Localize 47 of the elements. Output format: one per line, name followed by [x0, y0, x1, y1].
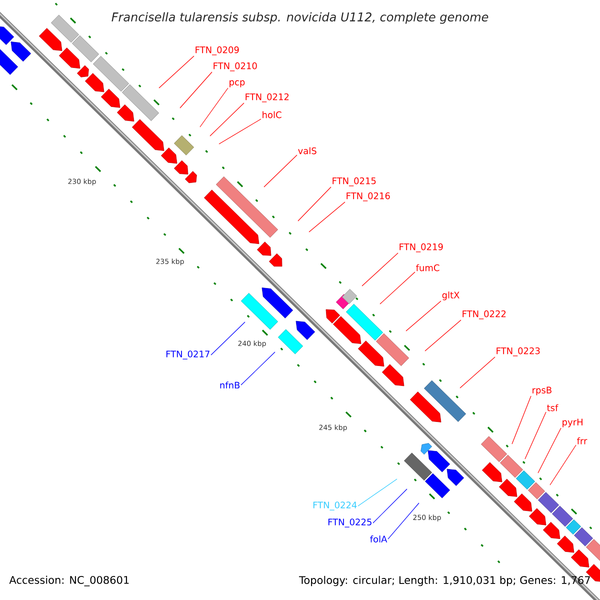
leader-line — [388, 502, 420, 540]
leader-line — [372, 488, 408, 524]
leader-line — [512, 396, 532, 444]
gene-label: FTN_0212 — [246, 93, 289, 102]
leader-line — [210, 102, 244, 136]
leader-line — [524, 412, 546, 460]
gene-label: FTN_0217 — [166, 350, 210, 360]
gene-label: FTN_0225 — [328, 518, 372, 528]
gene-label: pcp — [230, 80, 245, 88]
gene-label: tsf — [547, 404, 558, 412]
gene-label: valS — [298, 147, 316, 154]
gene-label: FTN_0216 — [346, 192, 390, 202]
gene-label: FTN_0219 — [400, 243, 443, 252]
leader-line — [158, 56, 194, 88]
leader-line — [538, 428, 562, 474]
leader-line — [380, 272, 416, 304]
leader-line — [180, 72, 212, 108]
topology-text: Topology: circular; Length: 1,910,031 bp; Genes: 1,767 — [299, 576, 590, 586]
accession-text: Accession: NC_008601 — [9, 576, 129, 586]
gene-label: FTN_0209 — [196, 46, 239, 56]
leader-line — [200, 88, 228, 128]
leader-line — [240, 352, 276, 386]
gene-label: FTN_0223 — [496, 347, 540, 356]
gene-label: gltX — [442, 292, 460, 300]
leader-line — [362, 252, 398, 286]
leader-line — [358, 478, 398, 506]
leader-line — [406, 300, 442, 332]
leader-line — [308, 202, 346, 232]
leader-line — [424, 320, 462, 352]
gene-label: FTN_0210 — [214, 62, 257, 72]
gene-label: fumC — [416, 264, 440, 272]
gene-label: holC — [262, 111, 282, 118]
leader-line — [264, 154, 298, 188]
leader-line — [550, 444, 576, 486]
gene-label: nfnB — [220, 382, 240, 388]
gene-label: folA — [370, 536, 388, 542]
gene-label: frr — [577, 437, 588, 444]
leader-line — [298, 186, 332, 222]
leader-line — [210, 322, 246, 356]
leader-line — [218, 118, 262, 144]
gene-label: rpsB — [532, 386, 552, 396]
gene-label: FTN_0215 — [332, 177, 376, 186]
gene-label: pyrH — [562, 418, 582, 428]
gene-label: FTN_0224 — [313, 502, 357, 510]
map-title: Francisella tularensis subsp. novicida U112, complete genome — [112, 12, 488, 24]
gene-label: FTN_0222 — [462, 310, 506, 320]
leader-line — [460, 356, 496, 388]
